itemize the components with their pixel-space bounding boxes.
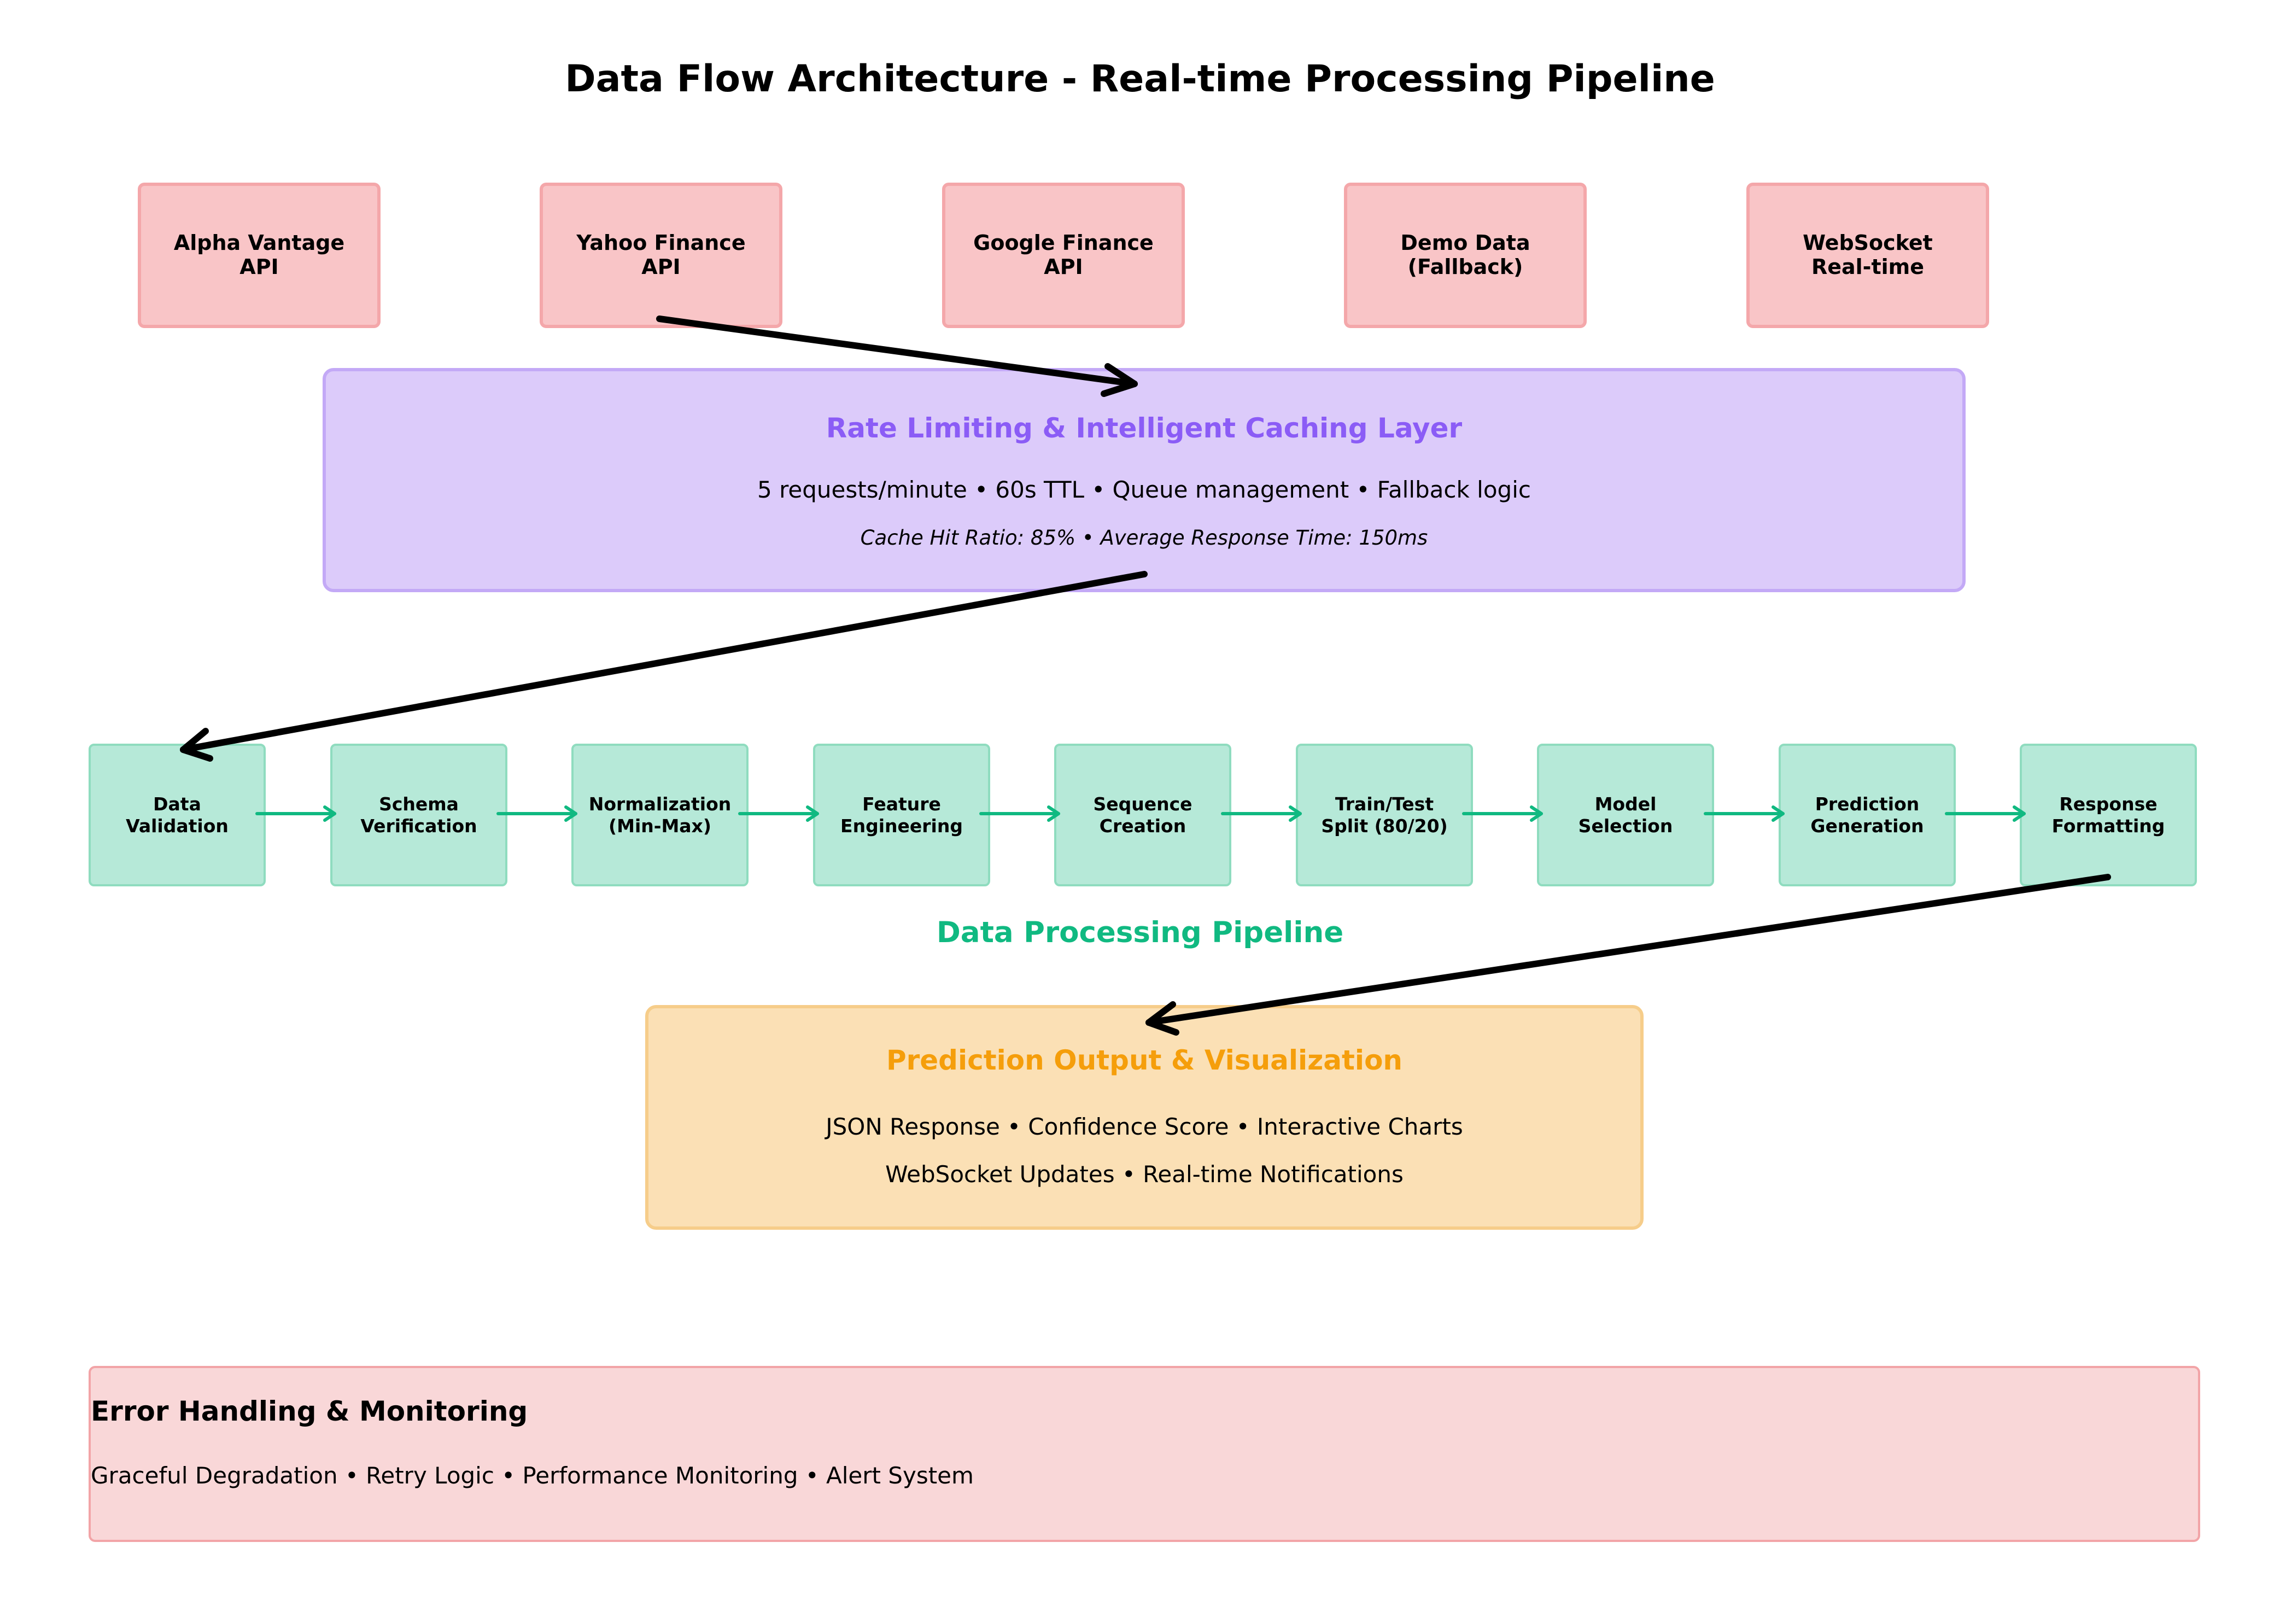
arrow-cache-to-pipeline bbox=[180, 571, 1148, 753]
step-label: Response Formatting bbox=[2051, 793, 2165, 837]
error-handling-title: Error Handling & Monitoring bbox=[91, 1395, 528, 1427]
step-label: Sequence Creation bbox=[1093, 793, 1192, 837]
pipeline-step-schema-verification: Schema Verification bbox=[330, 744, 507, 886]
pipeline-step-prediction-generation: Prediction Generation bbox=[1779, 744, 1956, 886]
step-label: Schema Verification bbox=[360, 793, 477, 837]
source-alpha-vantage: Alpha Vantage API bbox=[138, 183, 381, 328]
step-label: Prediction Generation bbox=[1810, 793, 1924, 837]
step-label: Train/Test Split (80/20) bbox=[1321, 793, 1448, 837]
prediction-output-line-2: WebSocket Updates • Real-time Notificati… bbox=[885, 1161, 1404, 1188]
pipeline-step-sequence-creation: Sequence Creation bbox=[1054, 744, 1231, 886]
caching-layer-details: 5 requests/minute • 60s TTL • Queue mana… bbox=[757, 476, 1531, 503]
pipeline-label: Data Processing Pipeline bbox=[936, 916, 1344, 949]
caching-layer-metrics: Cache Hit Ratio: 85% • Average Response … bbox=[860, 526, 1428, 550]
prediction-output-box: Prediction Output & Visualization JSON R… bbox=[645, 1005, 1644, 1230]
step-label: Normalization (Min-Max) bbox=[588, 793, 732, 837]
source-label: Alpha Vantage API bbox=[173, 231, 345, 279]
source-label: WebSocket Real-time bbox=[1803, 231, 1933, 279]
error-handling-details: Graceful Degradation • Retry Logic • Per… bbox=[91, 1462, 974, 1489]
arrow-pipeline-to-output bbox=[1145, 874, 2111, 1026]
source-demo-data: Demo Data (Fallback) bbox=[1344, 183, 1587, 328]
source-label: Yahoo Finance API bbox=[576, 231, 746, 279]
pipeline-step-response-formatting: Response Formatting bbox=[2020, 744, 2197, 886]
error-handling-box: Error Handling & Monitoring Graceful Deg… bbox=[89, 1366, 2200, 1542]
prediction-output-line-1: JSON Response • Confidence Score • Inter… bbox=[826, 1113, 1463, 1140]
source-websocket: WebSocket Real-time bbox=[1746, 183, 1989, 328]
step-label: Data Validation bbox=[126, 793, 229, 837]
pipeline-step-feature-engineering: Feature Engineering bbox=[813, 744, 990, 886]
step-label: Feature Engineering bbox=[840, 793, 963, 837]
source-google-finance: Google Finance API bbox=[942, 183, 1185, 328]
step-label: Model Selection bbox=[1578, 793, 1673, 837]
pipeline-step-data-validation: Data Validation bbox=[89, 744, 266, 886]
pipeline-step-train-test-split: Train/Test Split (80/20) bbox=[1296, 744, 1473, 886]
caching-layer-title: Rate Limiting & Intelligent Caching Laye… bbox=[826, 412, 1463, 444]
caching-layer-box: Rate Limiting & Intelligent Caching Laye… bbox=[323, 368, 1966, 592]
pipeline-step-normalization: Normalization (Min-Max) bbox=[571, 744, 749, 886]
source-label: Demo Data (Fallback) bbox=[1400, 231, 1530, 279]
prediction-output-title: Prediction Output & Visualization bbox=[886, 1044, 1403, 1076]
source-yahoo-finance: Yahoo Finance API bbox=[540, 183, 782, 328]
source-label: Google Finance API bbox=[973, 231, 1154, 279]
pipeline-step-model-selection: Model Selection bbox=[1537, 744, 1714, 886]
diagram-title: Data Flow Architecture - Real-time Proce… bbox=[565, 57, 1715, 101]
